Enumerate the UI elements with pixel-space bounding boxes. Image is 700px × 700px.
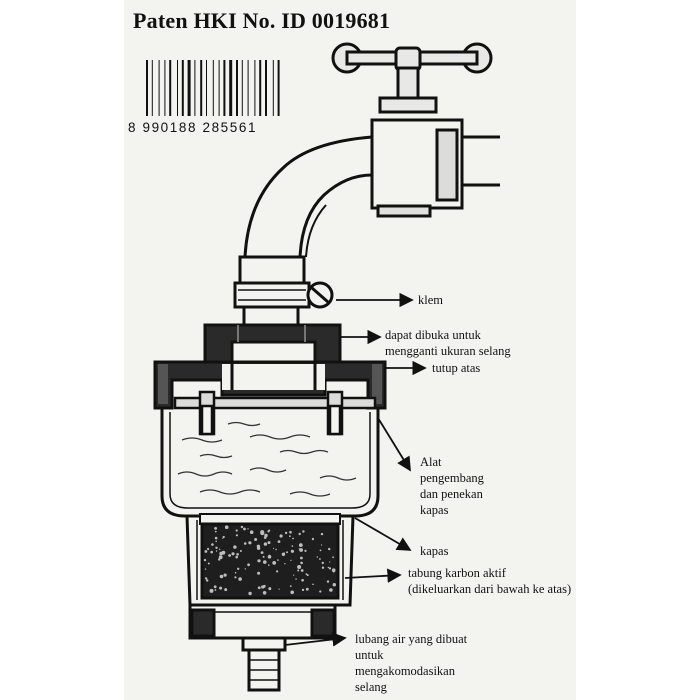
label-tabung-1: tabung karbon aktif <box>408 566 506 580</box>
label-dapat-dibuka-2: mengganti ukuran selang <box>385 344 511 358</box>
label-kapas: kapas <box>420 544 449 558</box>
patent-title: Paten HKI No. ID 0019681 <box>133 8 391 33</box>
hose-outlet <box>241 636 287 692</box>
label-tabung-2: (dikeluarkan dari bawah ke atas) <box>408 582 572 596</box>
label-lubang-4: selang <box>355 680 387 694</box>
water-lines <box>177 421 357 497</box>
cotton-presser <box>173 390 377 436</box>
label-tutup-atas: tutup atas <box>432 361 481 375</box>
hose-clamp <box>233 255 334 309</box>
callout-arrows <box>284 292 427 647</box>
barcode <box>146 60 280 116</box>
label-lubang-1: lubang air yang dibuat <box>355 632 468 646</box>
faucet-body <box>243 118 500 259</box>
barcode-number: 8 990188 285561 <box>128 120 258 135</box>
arrow-alat <box>377 417 411 472</box>
bottom-cap <box>188 603 337 640</box>
label-alat-1: Alat <box>420 455 442 469</box>
arrow-kapas <box>354 517 412 551</box>
label-alat-4: kapas <box>420 503 449 517</box>
carbon-cartridge <box>185 513 355 607</box>
faucet-handle <box>331 42 493 114</box>
arrow-tabung <box>344 568 402 583</box>
label-dapat-dibuka-1: dapat dibuka untuk <box>385 328 481 342</box>
label-alat-2: pengembang <box>420 471 484 485</box>
label-lubang-2: untuk <box>355 648 384 662</box>
filter-housing <box>160 408 380 518</box>
label-klem: klem <box>418 293 443 307</box>
label-alat-3: dan penekan <box>420 487 483 501</box>
top-lid <box>153 360 387 410</box>
arrow-lubang <box>284 632 347 647</box>
label-lubang-3: mengakomodasikan <box>355 664 455 678</box>
